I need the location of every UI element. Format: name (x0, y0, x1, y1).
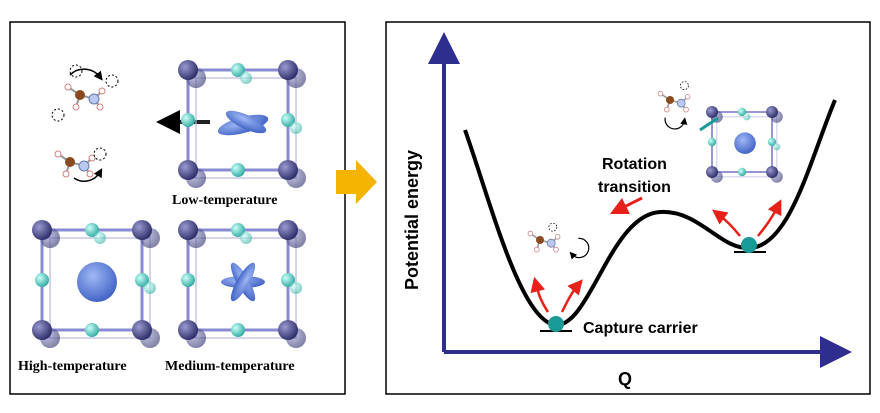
label-medium-temperature: Medium-temperature (165, 359, 295, 374)
orange-arrow-icon (336, 160, 377, 204)
red-arrow-icon (712, 209, 741, 237)
label-high-temperature: High-temperature (18, 359, 127, 374)
red-arrow-icon (560, 279, 583, 313)
y-axis-label: Potential energy (402, 150, 422, 290)
teal-arrow-icon (699, 116, 719, 132)
right-panel-border (385, 21, 871, 395)
rotation-arrow-icon (609, 196, 643, 215)
energy-curve (463, 99, 837, 328)
molecule-sphere (77, 262, 117, 302)
cage-high-temperature (30, 218, 162, 350)
molecule-rotation-top (51, 64, 119, 122)
right-panel: Potential energy Q Rotation transition C… (385, 21, 871, 395)
cage-medium-inset (705, 105, 784, 184)
cage-medium-temperature (176, 218, 308, 350)
molecule-star (221, 262, 265, 302)
label-low-temperature: Low-temperature (172, 193, 278, 208)
rotation-label-line1: Rotation (602, 156, 667, 173)
molecule-orientation (217, 110, 269, 136)
molecule-rotation-bottom (54, 147, 107, 182)
red-arrow-icon (757, 199, 782, 237)
carrier-ball-local-min (741, 237, 757, 253)
red-arrow-icon (530, 276, 550, 313)
capture-label: Capture carrier (583, 320, 698, 337)
x-axis-label: Q (618, 369, 632, 389)
carrier-ball-global-min (548, 316, 564, 332)
left-panel: Low-temperature High-temperature Medium-… (9, 21, 346, 395)
cage-low-temperature (176, 58, 308, 190)
rotation-label-line2: transition (598, 179, 671, 196)
molecule-near-min (527, 222, 590, 260)
